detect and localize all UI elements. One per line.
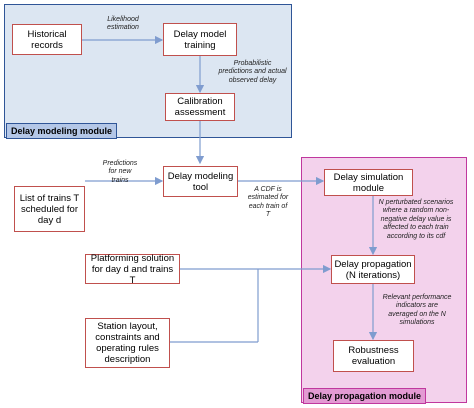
calibration-assessment-node: Calibration assessment bbox=[165, 93, 235, 121]
delay-modeling-tool-node: Delay modeling tool bbox=[163, 166, 238, 197]
historical-records-node: Historical records bbox=[12, 24, 82, 55]
delay-model-training-node: Delay model training bbox=[163, 23, 237, 56]
station-layout-node: Station layout, constraints and operatin… bbox=[85, 318, 170, 368]
new-train-predictions-note: Predictions for new trains bbox=[102, 160, 138, 184]
performance-indicators-note: Relevant performance indicators are aver… bbox=[382, 294, 452, 327]
delay-modeling-module-label: Delay modeling module bbox=[6, 123, 118, 139]
delay-propagation-module-label: Delay propagation module bbox=[303, 388, 427, 404]
cdf-estimation-note: A CDF is estimated for each train of T bbox=[247, 186, 289, 219]
robustness-evaluation-node: Robustness evaluation bbox=[333, 340, 414, 372]
delay-propagation-node: Delay propagation (N iterations) bbox=[331, 255, 415, 284]
perturbated-scenarios-note: N perturbated scenarios where a random n… bbox=[378, 199, 454, 240]
probabilistic-predictions-note: Probabilistic predictions and actual obs… bbox=[218, 60, 287, 84]
train-list-node: List of trains T scheduled for day d bbox=[14, 186, 85, 232]
likelihood-estimation-note: Likelihood estimation bbox=[107, 16, 139, 32]
platforming-solution-node: Platforming solution for day d and train… bbox=[85, 253, 180, 286]
delay-simulation-node: Delay simulation module bbox=[324, 169, 413, 196]
